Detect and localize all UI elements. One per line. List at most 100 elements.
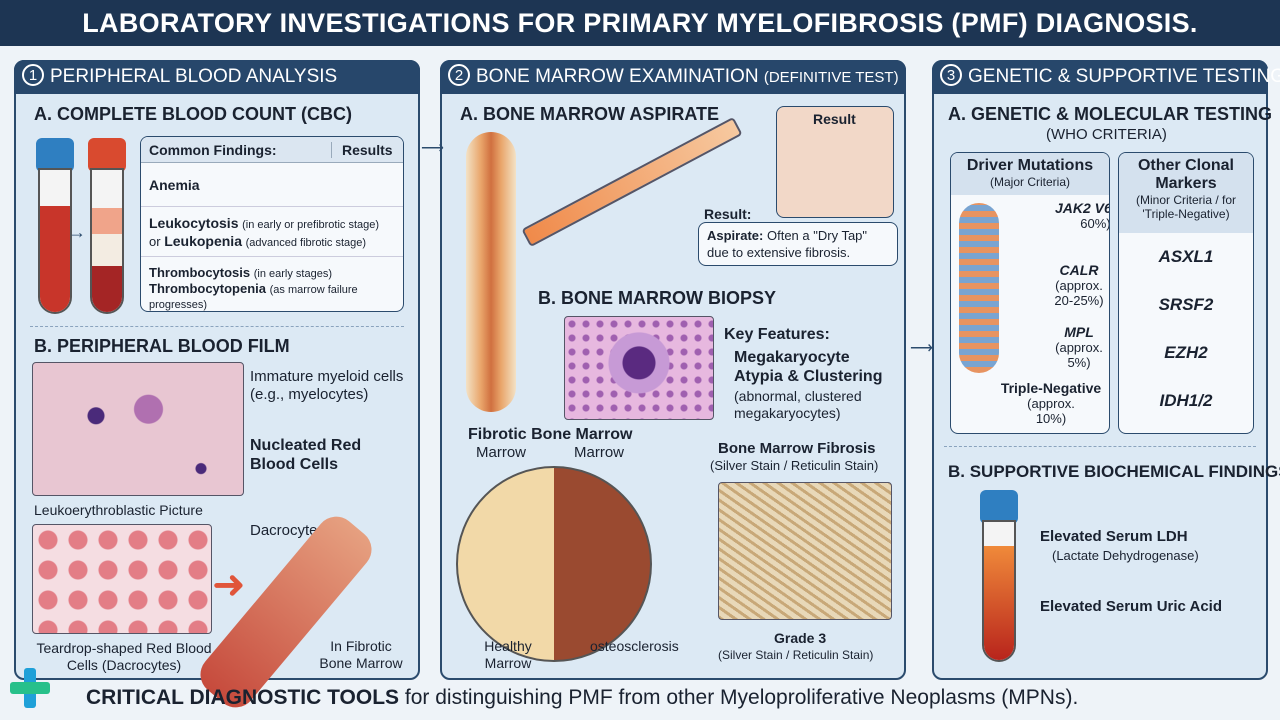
tube-cap-blue [36,138,74,172]
result-inset: Result [776,106,894,218]
fibrosis-note: (Silver Stain / Reticulin Stain) [710,458,879,473]
finding-note: (as marrow failure progresses) [149,284,358,311]
ldh-label: Elevated Serum LDH [1040,528,1188,545]
connector-arrow-icon: ⟶ [910,340,933,357]
divider [30,326,404,327]
biopsy-heading: B. BONE MARROW BIOPSY [538,288,777,308]
panel-bone-marrow: 2 BONE MARROW EXAMINATION (DEFINITIVE TES… [440,60,906,680]
teardrop-cells-image [32,524,212,634]
result-title: Result: [704,206,752,222]
result-label: Result [813,111,856,127]
section-title: BONE MARROW EXAMINATION [476,66,759,87]
marker-item: EZH2 [1164,343,1208,362]
supportive-heading: B. SUPPORTIVE BIOCHEMICAL FINDINGS [948,462,1280,481]
other-title: Other Clonal Markers [1137,157,1234,192]
mutation-pct: (approx. 5%) [1055,340,1103,370]
section-header-1: 1 PERIPHERAL BLOOD ANALYSIS [14,60,420,94]
dna-icon [959,203,999,373]
leukoerythroblastic-label: Leukoerythroblastic Picture [34,502,203,518]
table-row: Anemia [141,163,403,207]
blood-tube [38,168,72,314]
cbc-table: Common Findings: Results Anemia Leukocyt… [140,136,404,312]
section-title: PERIPHERAL BLOOD ANALYSIS [50,66,338,87]
grade-label: Grade 3 [774,630,827,646]
mutation-calr: CALR(approx. 20-25%) [1051,262,1107,309]
mutation-mpl: MPL(approx. 5%) [1051,324,1107,371]
ldh-note: (Lactate Dehydrogenase) [1052,548,1199,563]
or-label: or [149,234,161,249]
immature-cells-label: Immature myeloid cells (e.g., myelocytes… [250,368,404,403]
driver-title: Driver Mutations [966,157,1094,174]
healthy-marrow-label: Healthy Marrow [484,638,532,671]
arrow-icon: → [68,222,86,242]
section-header-2: 2 BONE MARROW EXAMINATION (DEFINITIVE TES… [440,60,906,94]
triple-title: Triple-Negative [1000,380,1102,396]
other-markers-box: Other Clonal Markers(Minor Criteria / fo… [1118,152,1254,434]
section-number: 2 [448,64,470,86]
mutation-jak2: JAK2 V617F60%) [1055,200,1110,232]
key-features-title: Key Features: [724,326,830,343]
cbc-heading: A. COMPLETE BLOOD COUNT (CBC) [34,104,352,124]
fibrotic-marrow-label: In Fibrotic Bone Marrow [319,638,403,671]
finding: Leukocytosis [149,215,239,231]
footer-bold: CRITICAL DIAGNOSTIC TOOLS [86,686,400,709]
section-title: GENETIC & SUPPORTIVE TESTING [968,66,1280,87]
dacrocyte-label: Dacrocyte [250,522,318,539]
fibrotic-marrow-title: Fibrotic Bone Marrow [468,426,633,443]
driver-sub: (Major Criteria) [989,175,1070,189]
mutation-name: CALR [1059,262,1099,278]
section-number: 3 [940,64,962,86]
marrow-label: Marrow [476,444,527,461]
tube-cap-blue [980,490,1018,524]
teardrop-label: Teardrop-shaped Red Blood Cells (Dacrocy… [36,640,212,673]
fibrosis-title: Bone Marrow Fibrosis [718,440,876,457]
page-title: LABORATORY INVESTIGATIONS FOR PRIMARY MY… [0,0,1280,46]
mutation-name: MPL [1064,324,1094,340]
megakaryocyte-image [564,316,714,420]
panel-peripheral-blood: 1 PERIPHERAL BLOOD ANALYSIS A. COMPLETE B… [14,60,420,716]
triple-pct: (approx. 10%) [1027,396,1075,426]
finding: Thrombocytosis [149,265,251,280]
finding: Leukopenia [164,233,242,249]
connector-arrow-icon: ⟶ [421,140,444,157]
mutation-pct: (approx. 20-25%) [1054,278,1104,308]
finding: Anemia [149,177,200,193]
table-row: Leukocytosis (in early or prefibrotic st… [141,207,403,257]
section-title-note: (DEFINITIVE TEST) [763,69,899,86]
section-header-3: 3 GENETIC & SUPPORTIVE TESTING [932,60,1280,94]
blood-film-image [32,362,244,496]
result-box: Aspirate: Often a "Dry Tap" due to exten… [698,222,898,266]
reticulin-stain-image [718,482,892,620]
footer-rest: for distinguishing PMF from other Myelop… [404,686,1079,709]
result-text: Often a "Dry Tap" due to extensive fibro… [707,228,868,260]
mutation-name: JAK2 V617F [1055,200,1109,216]
separated-blood-tube [90,168,124,314]
marrow-label: Marrow [574,444,625,461]
marker-item: ASXL1 [1158,247,1214,266]
other-sub: (Minor Criteria / for 'Triple-Negative) [1135,193,1236,221]
triple-negative: Triple-Negative(approx. 10%) [995,380,1107,427]
divider [944,446,1256,447]
serum-tube [982,520,1016,662]
logo-icon [10,668,50,708]
grade-note: (Silver Stain / Reticulin Stain) [718,648,874,662]
nrbc-label: Nucleated Red Blood Cells [250,437,362,473]
bone-illustration [466,132,516,412]
feature-title: Megakaryocyte Atypia & Clustering [734,349,883,385]
mutation-pct: 60%) [1080,216,1110,231]
arrow-icon: ➜ [212,563,246,607]
finding-note: (advanced fibrotic stage) [245,237,367,249]
aspirate-heading: A. BONE MARROW ASPIRATE [460,104,719,124]
film-heading: B. PERIPHERAL BLOOD FILM [34,336,290,356]
feature-note: (abnormal, clustered megakaryocytes) [734,388,862,421]
footer-text: CRITICAL DIAGNOSTIC TOOLS for distinguis… [86,686,1078,710]
blood-vessel-illustration [192,508,380,716]
tube-cap-red [88,138,126,172]
marker-item: IDH1/2 [1159,391,1213,410]
section-number: 1 [22,64,44,86]
column-header: Common Findings: [149,142,277,158]
finding: Thrombocytopenia [149,281,267,296]
uric-acid-label: Elevated Serum Uric Acid [1040,598,1223,615]
